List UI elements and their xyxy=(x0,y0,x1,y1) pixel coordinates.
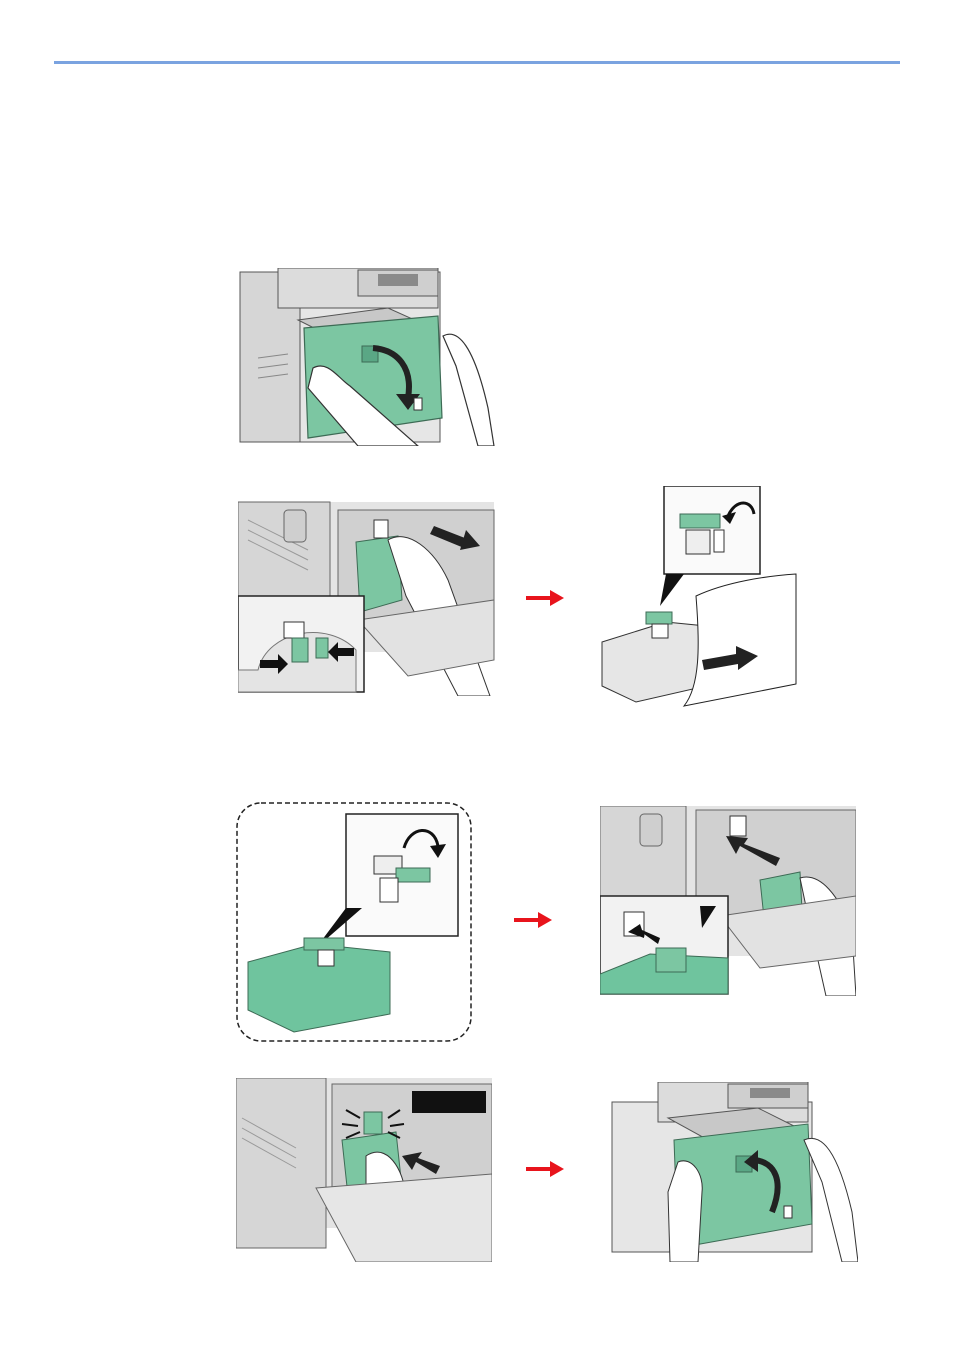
open-front-cover-illustration xyxy=(238,268,496,446)
step-arrow-icon xyxy=(526,590,566,611)
step-arrow-icon xyxy=(514,912,554,933)
step-arrow-icon xyxy=(526,1161,566,1182)
new-waste-box-illustration xyxy=(234,800,474,1044)
insert-waste-box-illustration xyxy=(600,806,856,996)
waste-box-in-bag-illustration xyxy=(596,486,800,708)
click-label-box xyxy=(412,1091,486,1113)
remove-waste-box-illustration xyxy=(238,500,496,696)
close-front-cover-illustration xyxy=(608,1082,858,1262)
header-rule xyxy=(54,61,900,64)
